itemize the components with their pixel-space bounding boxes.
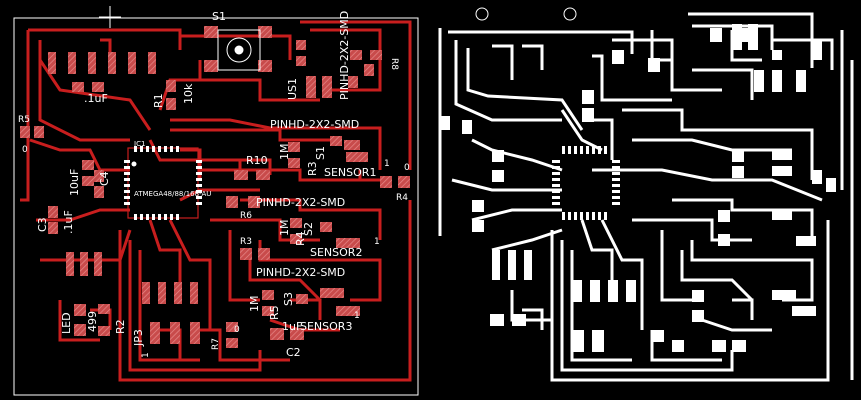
label-r4-top: 0 bbox=[404, 163, 410, 173]
silk-labels: S1 PINHD-2X2-SMD R8 US1 R1 10k .1uF R5 0… bbox=[18, 10, 410, 359]
label-jp3: JP3 bbox=[132, 329, 145, 347]
label-1m-c: 1M bbox=[248, 296, 261, 313]
label-r3b: R3 bbox=[240, 237, 252, 247]
label-r8: R8 bbox=[389, 58, 399, 70]
label-r5: R5 bbox=[18, 115, 30, 125]
label-us1: US1 bbox=[286, 78, 299, 100]
label-r5-value: 0 bbox=[22, 145, 28, 155]
label-led: LED bbox=[60, 312, 73, 334]
label-pinhd-1: PINHD-2X2-SMD bbox=[270, 118, 359, 131]
label-s2: S2 bbox=[302, 222, 315, 236]
label-s1: S1 bbox=[212, 10, 226, 23]
label-r4b: R4 bbox=[294, 231, 307, 246]
label-c3: C3 bbox=[36, 217, 49, 232]
s1-switch-outline bbox=[217, 29, 261, 71]
ic1-pins bbox=[124, 146, 202, 220]
label-c4-value: 10uF bbox=[68, 169, 81, 196]
label-s3: S3 bbox=[282, 292, 295, 306]
label-pin1-a: 1 bbox=[384, 159, 390, 169]
label-pinhd-3: PINHD-2X2-SMD bbox=[256, 266, 345, 279]
label-r1: R1 bbox=[152, 93, 165, 108]
label-c2-value: 1uF bbox=[282, 320, 302, 333]
label-r5b: R5 bbox=[268, 305, 281, 320]
trace-mask-svg bbox=[438, 7, 854, 382]
label-pinhd-top: PINHD-2X2-SMD bbox=[338, 11, 351, 100]
label-r1-value: 10k bbox=[182, 83, 195, 104]
smd-pads bbox=[20, 26, 410, 348]
label-sensor3: SENSOR3 bbox=[300, 320, 352, 333]
label-ic1: IC1 bbox=[134, 140, 145, 148]
pcb-board-svg: S1 PINHD-2X2-SMD R8 US1 R1 10k .1uF R5 0… bbox=[13, 6, 419, 396]
label-sensor2: SENSOR2 bbox=[310, 246, 362, 259]
label-sensor1: SENSOR1 bbox=[324, 166, 376, 179]
label-r3: R3 bbox=[306, 161, 319, 176]
trace-mask-view bbox=[432, 0, 861, 400]
label-1m-a: 1M bbox=[278, 144, 291, 161]
label-r2: R2 bbox=[114, 319, 127, 334]
ic1-pin1-dot bbox=[131, 161, 137, 167]
label-r10: R10 bbox=[246, 154, 268, 167]
mask-pads bbox=[440, 24, 836, 352]
label-pinhd-2: PINHD-2X2-SMD bbox=[256, 196, 345, 209]
mask-registration-hole-left bbox=[475, 7, 489, 21]
board-outline bbox=[13, 17, 419, 396]
label-pin1-b: 1 bbox=[374, 237, 380, 247]
label-c3-value: .1uF bbox=[62, 210, 75, 234]
label-s1b: S1 bbox=[314, 146, 327, 160]
label-c2: C2 bbox=[286, 346, 301, 359]
label-mcu: ATMEGA48/88/168-AU bbox=[134, 190, 211, 198]
mask-registration-hole-right bbox=[563, 7, 577, 21]
label-r499: 499 bbox=[86, 311, 99, 332]
mask-ic-pins bbox=[552, 146, 620, 220]
ic1-body bbox=[127, 147, 199, 219]
copper-traces bbox=[20, 20, 412, 382]
label-r6: R6 bbox=[240, 211, 252, 221]
label-r7: R7 bbox=[211, 338, 221, 350]
pcb-board-view: S1 PINHD-2X2-SMD R8 US1 R1 10k .1uF R5 0… bbox=[13, 6, 419, 396]
label-r4: R4 bbox=[396, 193, 408, 203]
mask-traces bbox=[438, 12, 854, 382]
label-pin1-d: 1 bbox=[141, 352, 151, 358]
label-pin1-c: 1 bbox=[354, 311, 360, 321]
label-r7-value: 0 bbox=[234, 325, 240, 335]
label-1m-b: 1M bbox=[278, 220, 291, 237]
label-c1-value: .1uF bbox=[84, 92, 108, 105]
label-c4: C4 bbox=[98, 171, 111, 186]
